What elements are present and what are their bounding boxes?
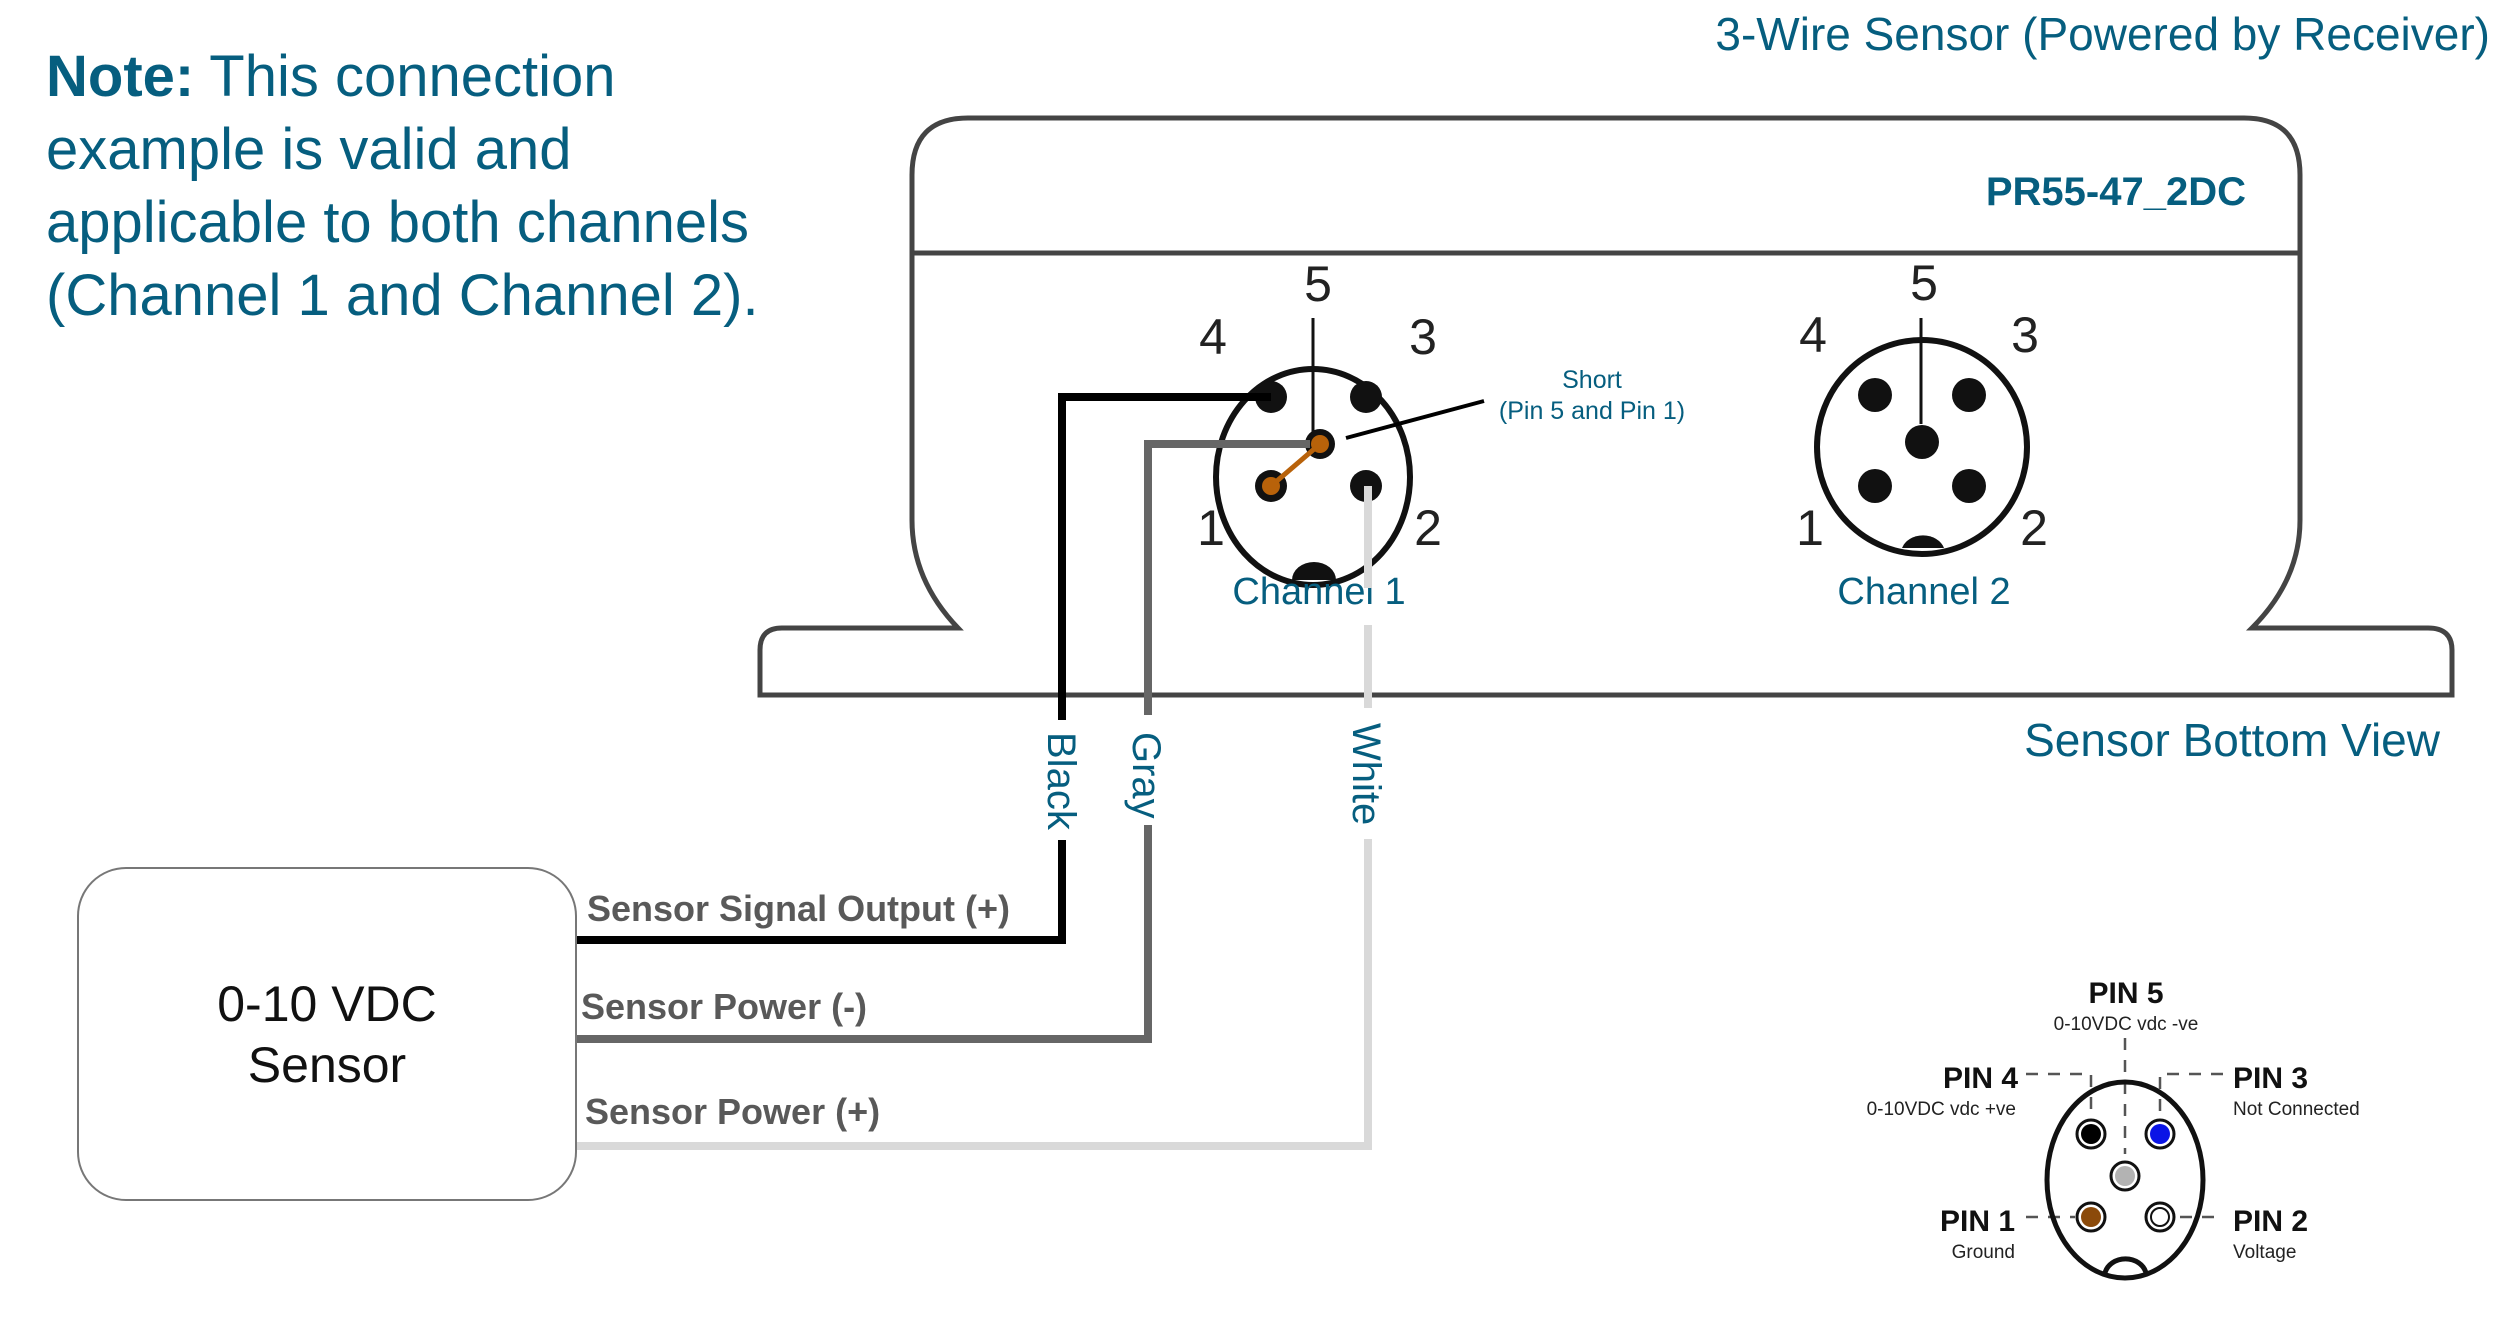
gray-wire [576,440,1310,1043]
legend-pin-4-name: PIN 4 [1943,1062,2018,1095]
note-text: Note: This connection example is valid a… [46,40,846,332]
pin-label-1: 1 [1197,500,1225,556]
pin-label-2: 2 [1414,500,1442,556]
channel-2-label: Channel 2 [1837,571,2010,613]
note-body: This connection example is valid and app… [46,44,759,328]
wire-function-label-power-pos: Sensor Power (+) [585,1091,880,1132]
legend-pin-3-name: PIN 3 [2233,1062,2308,1095]
sensor-bottom-view-label: Sensor Bottom View [2024,714,2441,766]
pinout-legend: PIN 5 0-10VDC vdc -ve PIN 4 0-10VDC vdc … [1867,977,2360,1281]
pin-label-3: 3 [2011,307,2039,363]
pin-label-5: 5 [1910,255,1938,311]
note-label: Note: [46,44,195,109]
diagram-title: 3-Wire Sensor (Powered by Receiver) [1715,8,2490,60]
pin-3-leader [2158,1072,2223,1113]
receiver-model: PR55-47_2DC [1986,170,2246,214]
pin-4-leader [2026,1072,2093,1113]
legend-pin-1-fill [2081,1207,2101,1227]
pin-4 [1858,378,1892,412]
receiver-housing [757,115,2455,698]
legend-connector-shell [2044,1079,2206,1281]
legend-pin-1-name: PIN 1 [1940,1205,2015,1238]
pin-5 [1905,425,1939,459]
sensor-label-line1: 0-10 VDC [217,976,437,1032]
wire-color-label-black: Black [1039,732,1083,831]
black-wire [576,393,1271,944]
legend-pin-5-fill [2115,1166,2135,1186]
pin-label-5: 5 [1304,256,1332,312]
wire-color-label-white: White [1344,723,1388,825]
short-pins-label: (Pin 5 and Pin 1) [1499,397,1685,425]
connector-key [1292,562,1336,580]
channel-2-connector: 5 4 3 1 2 Channel 2 [1796,255,2048,613]
pin-2 [1952,469,1986,503]
legend-pin-3-fill [2150,1124,2170,1144]
legend-pin-3-desc: Not Connected [2233,1099,2360,1120]
legend-connector-key [2102,1256,2149,1274]
sensor-label-line2: Sensor [248,1037,406,1093]
legend-pin-4-fill [2081,1124,2101,1144]
jumper-wire [1269,442,1322,488]
wire-function-label-power-neg: Sensor Power (-) [581,986,867,1027]
legend-pin-2-fill [2150,1207,2170,1227]
short-leader-line [1345,399,1485,440]
pin-label-4: 4 [1199,309,1227,365]
pin-1 [1858,469,1892,503]
short-label: Short [1562,366,1622,394]
legend-pin-2-desc: Voltage [2233,1242,2296,1263]
legend-pin-2-name: PIN 2 [2233,1205,2308,1238]
legend-pin-4-desc: 0-10VDC vdc +ve [1867,1099,2016,1120]
channel-1-connector: 5 4 3 1 2 Channel 1 [1197,256,1442,613]
pin-label-2: 2 [2020,500,2048,556]
sensor-box [77,867,577,1201]
connector-key [1902,535,1944,548]
pin-label-4: 4 [1799,307,1827,363]
channel-1-label: Channel 1 [1232,571,1405,613]
legend-pin-5-name: PIN 5 [2088,977,2163,1010]
pin-label-3: 3 [1409,309,1437,365]
pin-label-1: 1 [1796,500,1824,556]
white-wire [576,486,1372,1150]
wire-color-label-gray: Gray [1124,732,1168,819]
wire-function-label-signal: Sensor Signal Output (+) [587,888,1010,929]
legend-pin-5-desc: 0-10VDC vdc -ve [2054,1014,2199,1035]
pin-3 [1952,378,1986,412]
legend-pin-1-desc: Ground [1952,1242,2015,1263]
pin-3 [1350,381,1382,413]
